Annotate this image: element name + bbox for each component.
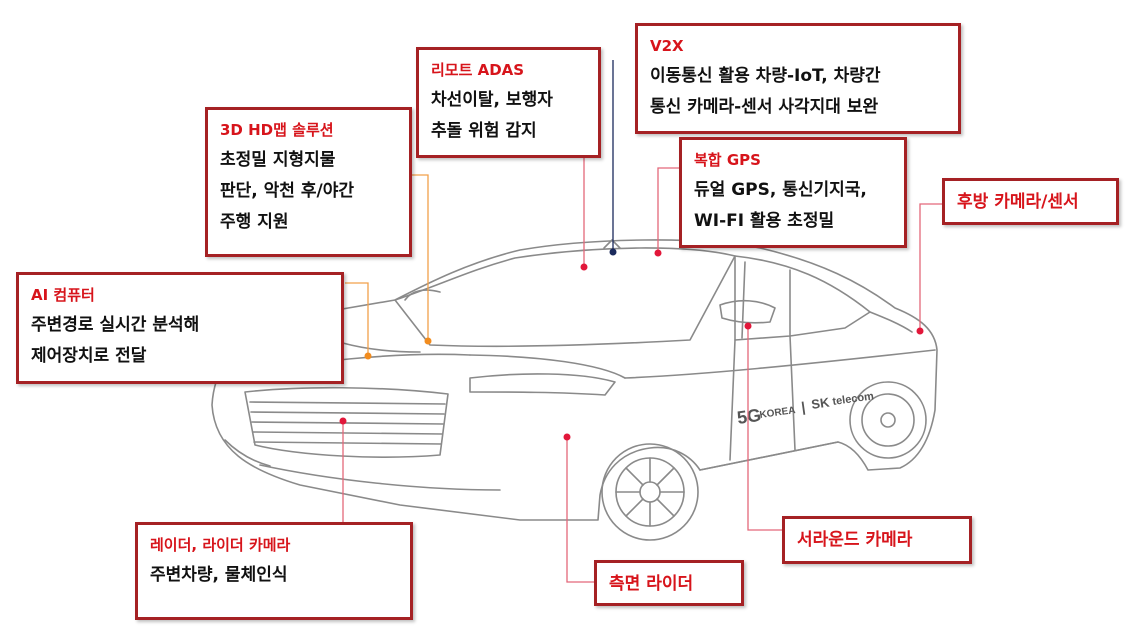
leader-rear-camera [919,203,945,330]
leader-complex-gps [657,167,688,252]
windshield-outline [394,247,736,347]
headlight-outline [469,373,616,396]
sensor-dot-hd-map [424,337,432,345]
callout-rear-camera: 후방 카메라/센서 [942,178,1119,225]
callout-v2x-title: V2X [650,37,684,55]
decal-korea: KOREA [759,405,796,421]
decal-telecom: telecom [832,390,875,408]
callout-ai-computer-body: 주변경로 실시간 분석해 제어장치로 전달 [31,315,200,366]
decal-sk: SK [810,395,831,412]
callout-complex-gps: 복합 GPS 듀얼 GPS, 통신기지국, WI-FI 활용 초정밀 [679,137,907,248]
callout-surround-camera: 서라운드 카메라 [782,516,972,564]
callout-remote-adas: 리모트 ADAS 차선이탈, 보행자 추돌 위험 감지 [416,47,601,158]
callout-rear-camera-title: 후방 카메라/센서 [957,192,1079,212]
leader-ai-computer [345,282,369,355]
leader-hd-map [412,174,429,340]
front-wheel [601,443,699,541]
callout-ai-computer-title: AI 컴퓨터 [31,286,95,304]
callout-hd-map-title: 3D HD맵 솔루션 [220,121,334,139]
callout-complex-gps-body: 듀얼 GPS, 통신기지국, WI-FI 활용 초정밀 [694,180,867,231]
leader-side-lidar [566,438,596,583]
callout-side-lidar: 측면 라이더 [594,560,744,606]
decal-separator: | [800,399,806,415]
side-windows-outline [734,255,871,341]
door-decal: 5G KOREA | SK telecom [736,390,875,428]
leader-surround-camera [747,327,784,531]
sensor-dot-remote-adas [580,263,588,271]
car-body-outline [211,239,938,521]
sensor-dot-v2x [609,248,617,256]
callout-radar-lidar: 레이더, 라이더 카메라 주변차량, 물체인식 [135,522,413,620]
grille-outline [244,386,449,458]
side-mirror-outline [719,299,776,324]
callout-v2x: V2X 이동통신 활용 차량-IoT, 차량간 통신 카메라-센서 사각지대 보… [635,23,961,134]
callout-side-lidar-title: 측면 라이더 [609,574,694,594]
rear-wheel [849,381,927,459]
callout-ai-computer: AI 컴퓨터 주변경로 실시간 분석해 제어장치로 전달 [16,272,344,384]
sensor-dot-ai-computer [364,352,372,360]
sensor-dot-radar-lidar [339,417,347,425]
callout-radar-lidar-title: 레이더, 라이더 카메라 [150,536,291,554]
callout-remote-adas-title: 리모트 ADAS [431,61,525,79]
callout-v2x-body: 이동통신 활용 차량-IoT, 차량간 통신 카메라-센서 사각지대 보완 [650,66,881,117]
sensor-dot-surround-camera [744,322,752,330]
callout-remote-adas-body: 차선이탈, 보행자 추돌 위험 감지 [431,90,553,141]
sensor-dot-complex-gps [654,249,662,257]
callout-hd-map: 3D HD맵 솔루션 초정밀 지형지물 판단, 악천 후/야간 주행 지원 [205,107,412,257]
callout-surround-camera-title: 서라운드 카메라 [797,530,913,550]
callout-hd-map-body: 초정밀 지형지물 판단, 악천 후/야간 주행 지원 [220,150,354,232]
callout-complex-gps-title: 복합 GPS [694,151,761,169]
decal-5g: 5G [736,405,763,428]
sensor-dot-rear-camera [916,327,924,335]
sensor-dot-side-lidar [563,433,571,441]
callout-radar-lidar-body: 주변차량, 물체인식 [150,565,288,585]
